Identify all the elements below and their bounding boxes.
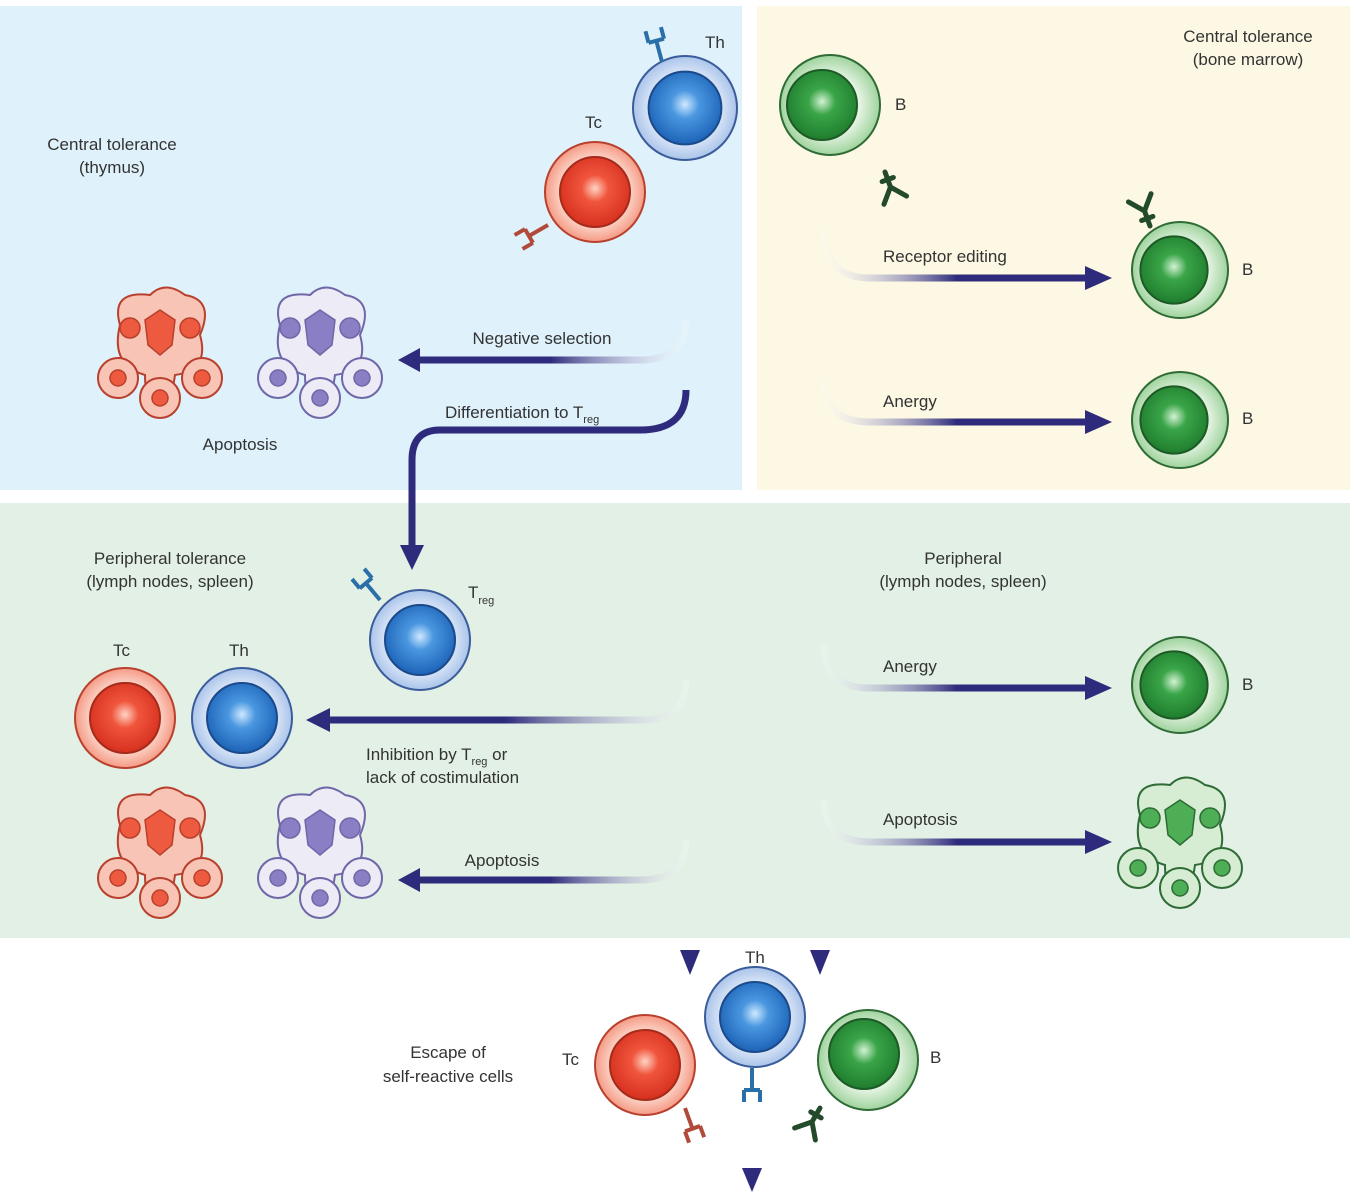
treg-label: Treg (468, 583, 494, 607)
negative-selection-arrow (415, 319, 690, 364)
peripheral-t-title: Peripheral tolerance (94, 549, 246, 568)
apoptosis-thymus-label: Apoptosis (203, 435, 278, 454)
tc-label: Tc (585, 113, 603, 132)
apoptotic-b (1117, 776, 1243, 909)
tcr-receptor (683, 1107, 707, 1144)
inhibition-label-2: lack of costimulation (366, 768, 519, 787)
b-escaped (817, 1009, 919, 1111)
differentiation-arrow (408, 389, 690, 548)
arrowhead (398, 348, 420, 372)
receptor-editing-label: Receptor editing (883, 247, 1007, 266)
antibody (1125, 191, 1156, 229)
b-cell-anergic (1131, 636, 1229, 734)
th-label: Th (745, 948, 765, 967)
b-label: B (1242, 409, 1253, 428)
thymus-subtitle: (thymus) (79, 158, 145, 177)
b-label: B (1242, 260, 1253, 279)
tc-cell (74, 667, 176, 769)
arrowhead (400, 545, 424, 570)
antibody (792, 1105, 824, 1143)
tcr-receptor (350, 567, 382, 602)
tcr-receptor (742, 1068, 762, 1102)
arrowhead (1085, 266, 1112, 290)
b-arrowhead (810, 950, 830, 975)
arrowhead (1085, 676, 1112, 700)
apoptotic-th (257, 786, 383, 919)
b-label: B (1242, 675, 1253, 694)
receptor-editing-arrow (820, 229, 1090, 282)
antibody (879, 169, 910, 207)
b-label: B (930, 1048, 941, 1067)
marrow-subtitle: (bone marrow) (1193, 50, 1304, 69)
tc-label: Tc (113, 641, 131, 660)
tcr-receptor (643, 26, 666, 63)
anergy-central-arrow (820, 379, 1090, 426)
tc-escaped (594, 1014, 696, 1116)
apoptosis-periph-arrow (415, 839, 690, 884)
tc-label: Tc (562, 1050, 580, 1069)
differentiation-label: Differentiation to Treg (445, 403, 599, 426)
apoptosis-periph-label: Apoptosis (465, 851, 540, 870)
tc-cell (544, 141, 646, 243)
th-cell (191, 667, 293, 769)
tcr-receptor (513, 223, 549, 251)
apoptotic-tc (97, 786, 223, 919)
inhibition-arrow (325, 679, 690, 724)
apoptosis-b-label: Apoptosis (883, 810, 958, 829)
escape-label-1: Escape of (410, 1043, 486, 1062)
escape-label-2: self-reactive cells (383, 1067, 513, 1086)
t-arrowhead (680, 950, 700, 975)
inhibition-label: Inhibition by Treg or (366, 745, 508, 768)
marrow-title: Central tolerance (1183, 27, 1312, 46)
b-label: B (895, 95, 906, 114)
apoptosis-b-arrow (820, 799, 1090, 846)
anergy-periph-arrow (820, 644, 1090, 692)
peripheral-b-subtitle: (lymph nodes, spleen) (879, 572, 1046, 591)
escape-arrowhead (742, 1168, 762, 1192)
thymus-panel (0, 6, 742, 490)
arrowhead (1085, 410, 1112, 434)
th-cell (632, 55, 738, 161)
th-label: Th (229, 641, 249, 660)
arrowhead (1085, 830, 1112, 854)
thymus-title: Central tolerance (47, 135, 176, 154)
negative-selection-label: Negative selection (473, 329, 612, 348)
peripheral-b-title: Peripheral (924, 549, 1002, 568)
arrowhead (306, 708, 330, 732)
apoptotic-th (257, 286, 383, 419)
th-label: Th (705, 33, 725, 52)
th-escaped (704, 966, 806, 1068)
apoptotic-tc (97, 286, 223, 419)
treg-cell (369, 589, 471, 691)
b-cell-anergic (1131, 371, 1229, 469)
peripheral-t-subtitle: (lymph nodes, spleen) (86, 572, 253, 591)
b-cell (779, 54, 881, 156)
arrowhead (398, 868, 420, 892)
anergy-periph-label: Anergy (883, 657, 937, 676)
b-cell-edited (1131, 221, 1229, 319)
anergy-central-label: Anergy (883, 392, 937, 411)
